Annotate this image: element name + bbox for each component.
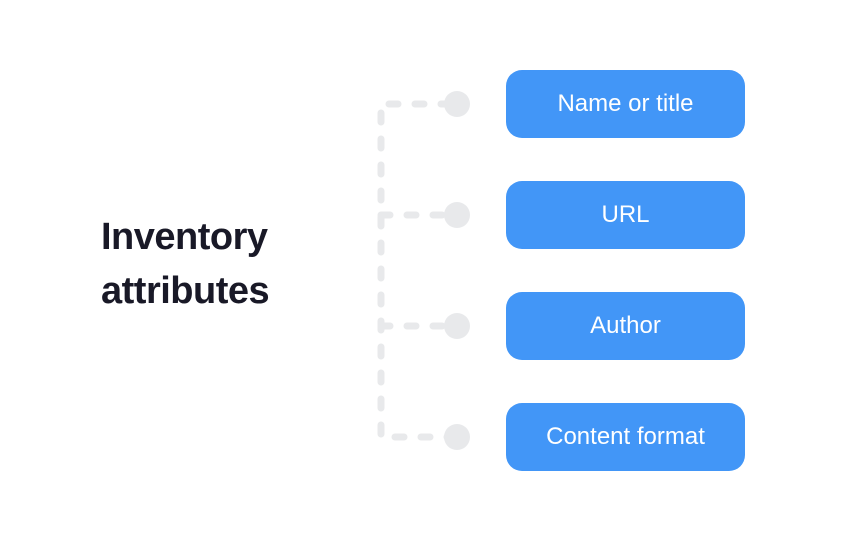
- attribute-node-label: Name or title: [557, 90, 694, 117]
- attribute-node-label: Content format: [546, 423, 705, 450]
- diagram-title: Inventory attributes: [101, 210, 270, 318]
- title-line-2: attributes: [101, 270, 270, 312]
- connector-dot-4: [444, 424, 470, 450]
- attribute-node-label: URL: [601, 201, 650, 228]
- connector-spine: [377, 100, 454, 441]
- attribute-node-content-format: Content format: [506, 403, 745, 471]
- attribute-node-label: Author: [590, 312, 661, 339]
- attribute-node-author: Author: [506, 292, 745, 360]
- attribute-node-url: URL: [506, 181, 745, 249]
- connector-dot-1: [444, 91, 470, 117]
- title-line-1: Inventory: [101, 216, 268, 258]
- attribute-node-name-or-title: Name or title: [506, 70, 745, 138]
- connector-dot-2: [444, 202, 470, 228]
- connector-dot-3: [444, 313, 470, 339]
